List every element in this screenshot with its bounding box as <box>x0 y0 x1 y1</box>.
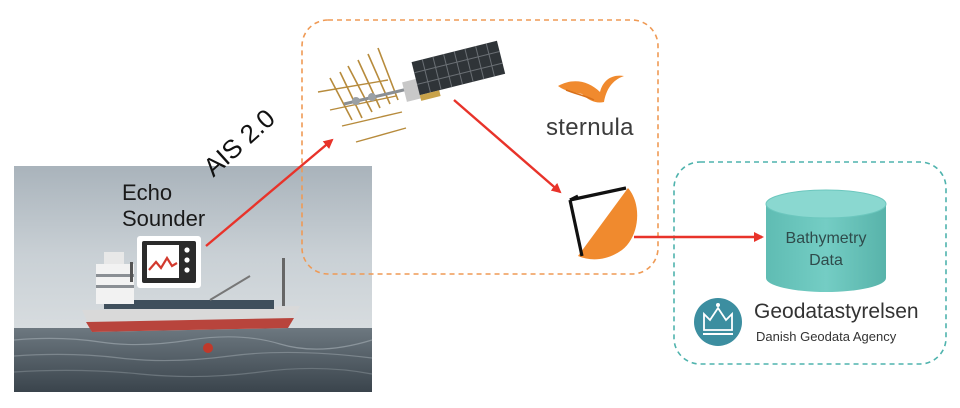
arrow-satellite-to-ground <box>453 99 562 194</box>
echo-sounder-label-line2: Sounder <box>122 206 206 231</box>
agency-subtitle: Danish Geodata Agency <box>756 329 897 344</box>
sternula-system-boundary <box>301 19 659 275</box>
ground-station-dish-icon <box>568 186 638 260</box>
agency-name: Geodatastyrelsen <box>754 300 919 323</box>
arrow-ship-to-satellite <box>205 138 334 247</box>
echo-sounder-label-line1: Echo <box>122 180 173 205</box>
sternula-brand-name: sternula <box>546 114 634 141</box>
cargo-ship-photo <box>13 166 373 392</box>
sternula-bird-icon <box>558 75 624 103</box>
satellite-icon <box>317 40 506 143</box>
agency-system-boundary <box>673 161 947 365</box>
echo-sounder-monitor-icon <box>137 236 201 288</box>
database-cylinder-icon <box>765 189 887 292</box>
bathymetry-label-line1: Bathymetry <box>785 230 867 247</box>
bathymetry-label-line2: Data <box>809 252 843 269</box>
crown-icon <box>694 298 742 346</box>
